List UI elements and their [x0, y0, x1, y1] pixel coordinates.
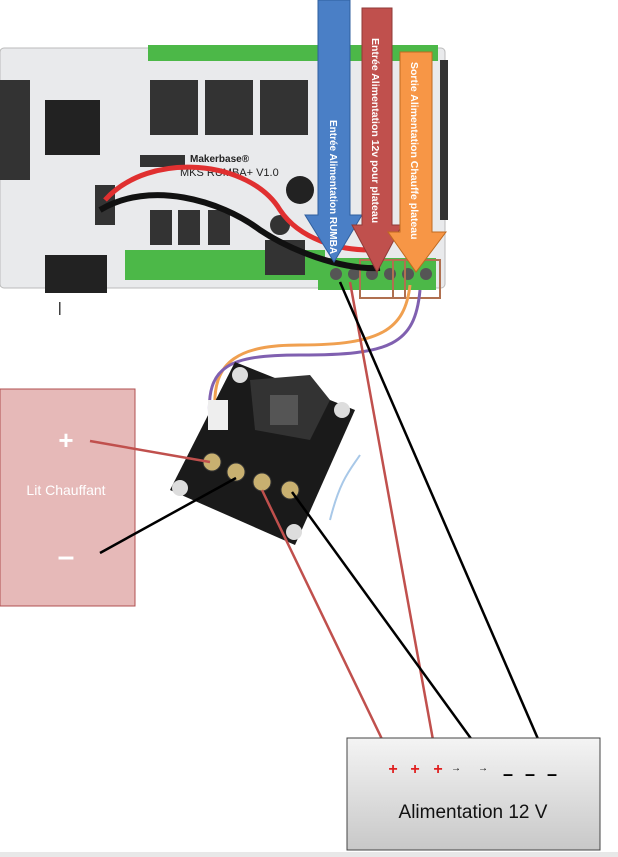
heated-bed-label: Lit Chauffant [26, 482, 105, 498]
module-positive-wire [260, 489, 395, 763]
arrow-rumba-power-in: Entrée Alimentation RUMBA [304, 0, 363, 263]
arrow-label-bed-out: Sortie Alimentation Chauffe plateau [408, 62, 420, 240]
arrow-label-rumba: Entrée Alimentation RUMBA [327, 120, 338, 254]
arrow-bed-power-out: Sortie Alimentation Chauffe plateau [387, 51, 447, 273]
psu-plus-3: + [433, 761, 442, 778]
board-bed-positive-wire [348, 281, 439, 763]
psu-plus-1: + [388, 761, 397, 778]
bed-negative-wire [99, 476, 237, 555]
board-brand: Makerbase® [190, 154, 250, 165]
mosfet-module [170, 362, 361, 545]
psu-minus-3: – [547, 764, 557, 784]
psu-arrow-1: → [451, 763, 461, 774]
arrow-label-bed-in: Entrée Alimentation 12v pour plateau [369, 38, 381, 223]
top-connector-strip [148, 45, 438, 61]
bed-minus: – [58, 540, 75, 573]
arrow-bed-power-in: Entrée Alimentation 12v pour plateau [351, 7, 403, 274]
module-negative-wire [290, 491, 490, 763]
psu-label: Alimentation 12 V [399, 802, 548, 823]
purple-wire [207, 289, 422, 421]
heated-bed-box: Lit Chauffant + – [0, 388, 136, 607]
svg-text:|: | [58, 299, 62, 315]
usb-connector [45, 255, 107, 293]
bed-positive-wire [89, 439, 211, 464]
bed-plus: + [58, 425, 73, 455]
bottom-bar [0, 852, 618, 857]
power-supply-box: + + + → → – – – Alimentation 12 V [346, 737, 601, 851]
board-negative-wire [338, 281, 550, 763]
psu-plus-2: + [410, 761, 419, 778]
psu-minus-2: – [525, 764, 535, 784]
psu-arrow-2: → [478, 763, 488, 774]
psu-minus-1: – [503, 764, 513, 784]
